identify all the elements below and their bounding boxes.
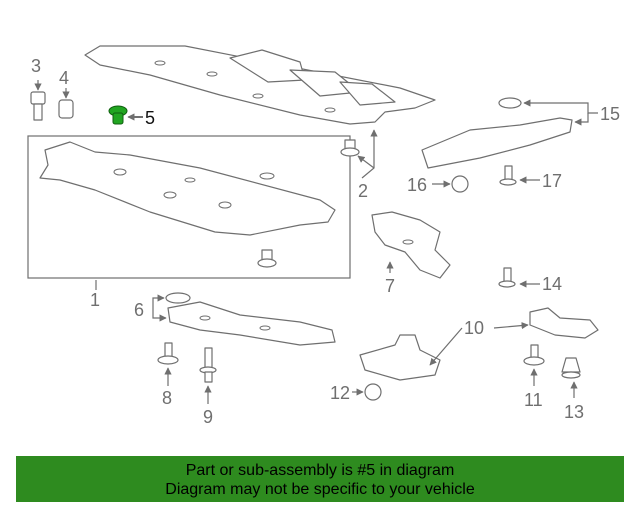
lower-shield-part-1 xyxy=(39,141,336,268)
callout-2: 2 xyxy=(358,181,368,201)
bolt-part-17 xyxy=(499,165,540,186)
bolt-part-14 xyxy=(498,267,540,288)
part-1-frame xyxy=(27,135,351,279)
parts-diagram: 3 4 5 2 15 16 17 7 14 1 6 10 8 9 12 11 1… xyxy=(27,45,620,427)
callout-7: 7 xyxy=(385,276,395,296)
nut-part-16 xyxy=(432,175,469,193)
deflector-part-15 xyxy=(421,97,598,169)
callout-6: 6 xyxy=(134,300,144,320)
bolt-part-11 xyxy=(523,344,545,386)
callout-13: 13 xyxy=(564,402,584,422)
callout-4: 4 xyxy=(59,68,69,88)
bracket-part-10 xyxy=(359,307,599,381)
bolt-part-8 xyxy=(157,342,179,386)
clip-part-2 xyxy=(340,129,378,179)
callout-8: 8 xyxy=(162,388,172,408)
clip-part-13 xyxy=(561,357,581,398)
callout-17: 17 xyxy=(542,171,562,191)
callout-16: 16 xyxy=(407,175,427,195)
bolt-part-3 xyxy=(30,80,46,121)
callout-15: 15 xyxy=(600,104,620,124)
callout-1: 1 xyxy=(90,290,100,310)
callout-14: 14 xyxy=(542,274,562,294)
crossmember-part-6 xyxy=(152,292,336,346)
nut-part-12 xyxy=(352,383,382,401)
info-banner: Part or sub-assembly is #5 in diagram Di… xyxy=(16,456,624,502)
callout-10: 10 xyxy=(464,318,484,338)
upper-splash-shield xyxy=(84,45,436,125)
banner-line-2: Diagram may not be specific to your vehi… xyxy=(165,481,475,498)
callout-11: 11 xyxy=(524,390,543,410)
bracket-part-7 xyxy=(371,211,451,279)
push-pin-part-5 xyxy=(108,105,143,125)
callout-9: 9 xyxy=(203,407,213,427)
banner-line-1: Part or sub-assembly is #5 in diagram xyxy=(185,462,455,479)
callout-3: 3 xyxy=(31,56,41,76)
nut-part-4 xyxy=(58,88,74,119)
callout-12: 12 xyxy=(330,383,350,403)
stud-part-9 xyxy=(199,347,217,404)
callout-5: 5 xyxy=(145,108,155,128)
